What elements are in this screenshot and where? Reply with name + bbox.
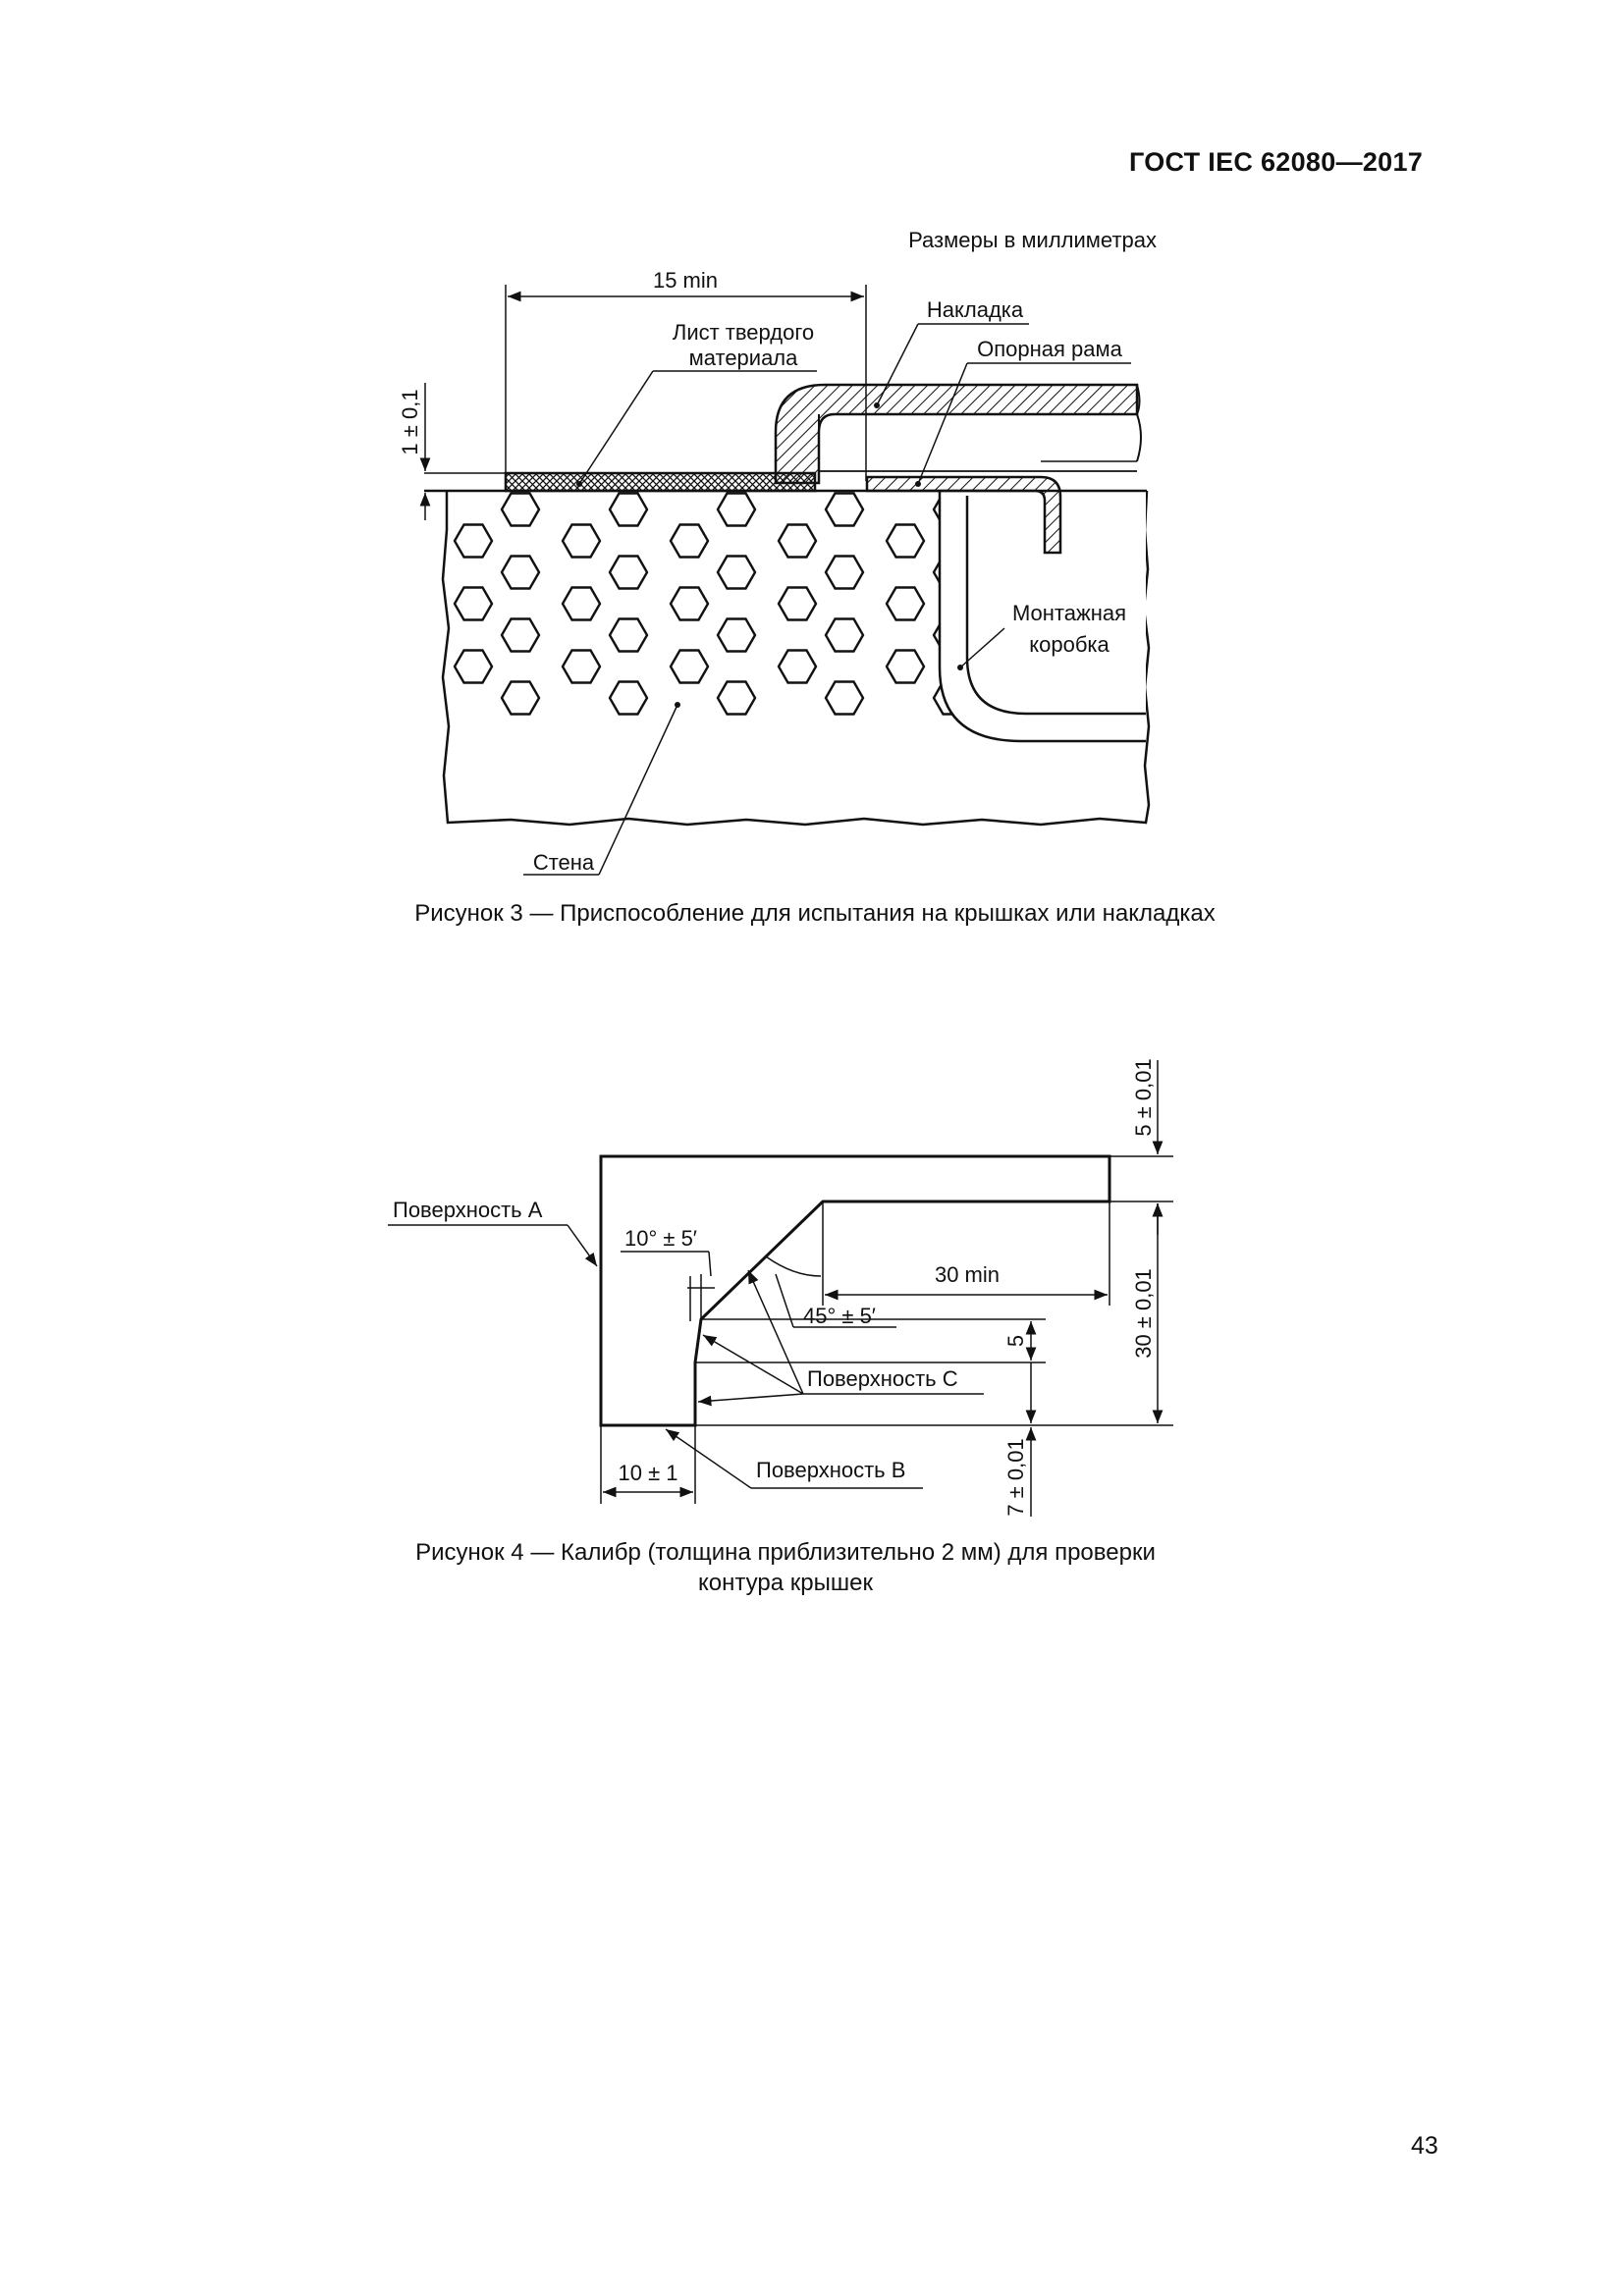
hex-cell bbox=[500, 555, 541, 590]
hex-cell bbox=[453, 586, 494, 621]
figure-4-caption-line1: Рисунок 4 — Калибр (толщина приблизитель… bbox=[415, 1539, 1156, 1566]
dim-5tol: 5 ± 0,01 bbox=[1131, 1058, 1156, 1136]
hex-cell bbox=[824, 680, 865, 716]
hex-cell bbox=[608, 617, 649, 653]
page-number: 43 bbox=[1411, 2132, 1438, 2160]
hex-cell bbox=[885, 649, 926, 684]
hex-cell bbox=[500, 680, 541, 716]
angle-45: 45° ± 5′ bbox=[803, 1304, 876, 1328]
dim-thickness: 1 ± 0,1 bbox=[398, 389, 422, 454]
units-note: Размеры в миллиметрах bbox=[908, 228, 1157, 252]
dim-15min: 15 min bbox=[653, 268, 718, 293]
hex-cell bbox=[824, 492, 865, 527]
label-surface-b: Поверхность B bbox=[756, 1458, 905, 1482]
hex-cell bbox=[777, 649, 818, 684]
hex-cell bbox=[500, 492, 541, 527]
dim-7tol: 7 ± 0,01 bbox=[1003, 1438, 1028, 1516]
hex-cell bbox=[608, 680, 649, 716]
figure-3-caption: Рисунок 3 — Приспособление для испытания… bbox=[414, 900, 1216, 927]
hex-cell bbox=[561, 586, 602, 621]
hex-cell bbox=[608, 555, 649, 590]
dim-30min: 30 min bbox=[935, 1262, 1000, 1287]
label-sheet-2: материала bbox=[689, 346, 799, 370]
hex-cell bbox=[716, 680, 757, 716]
hex-cell bbox=[453, 523, 494, 559]
hex-cell bbox=[669, 523, 710, 559]
label-frame: Опорная рама bbox=[977, 337, 1123, 361]
label-wall: Стена bbox=[533, 850, 595, 875]
hex-cell bbox=[716, 555, 757, 590]
dim-10: 10 ± 1 bbox=[618, 1461, 677, 1485]
label-box-1: Монтажная bbox=[1012, 601, 1126, 625]
hex-cell bbox=[500, 617, 541, 653]
dim-30tol: 30 ± 0,01 bbox=[1131, 1268, 1156, 1359]
hex-cell bbox=[561, 523, 602, 559]
hex-cell bbox=[885, 586, 926, 621]
hex-cell bbox=[716, 617, 757, 653]
dim-5: 5 bbox=[1003, 1335, 1028, 1347]
angle-10: 10° ± 5′ bbox=[624, 1226, 697, 1251]
label-sheet-1: Лист твердого bbox=[673, 320, 814, 345]
label-box-2: коробка bbox=[1029, 632, 1110, 657]
hex-cell bbox=[453, 649, 494, 684]
hex-cell bbox=[561, 649, 602, 684]
hex-cell bbox=[824, 617, 865, 653]
hex-cell bbox=[777, 586, 818, 621]
hex-cell bbox=[777, 523, 818, 559]
hex-cell bbox=[608, 492, 649, 527]
wall-outline bbox=[441, 490, 1151, 827]
figure-4-caption: Рисунок 4 — Калибр (толщина приблизитель… bbox=[295, 1537, 1276, 1598]
hex-cell bbox=[824, 555, 865, 590]
hex-cell bbox=[716, 492, 757, 527]
label-cover: Накладка bbox=[927, 297, 1024, 322]
hex-cell bbox=[669, 586, 710, 621]
label-surface-a: Поверхность A bbox=[393, 1198, 543, 1222]
hex-cell bbox=[669, 649, 710, 684]
hex-cell bbox=[885, 523, 926, 559]
figure-4-caption-line2: контура крышек bbox=[698, 1570, 873, 1596]
support-frame bbox=[865, 475, 1062, 555]
document-header: ГОСТ IEC 62080—2017 bbox=[1129, 147, 1424, 177]
label-surface-c: Поверхность C bbox=[807, 1366, 958, 1391]
